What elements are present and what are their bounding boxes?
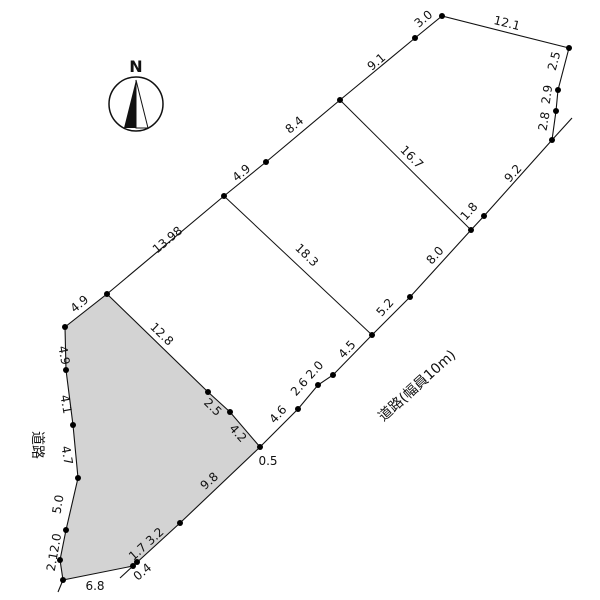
survey-point [315,382,321,388]
dim-left-5-0: 5.0 [50,494,67,515]
survey-point [330,372,336,378]
shaded-lot [59,293,261,581]
dim-right-2-6-2-0: 2.6 2.0 [288,358,326,399]
compass-needle-dark-icon [124,80,136,128]
dim-right-8-0: 8.0 [423,244,446,268]
survey-point [130,563,136,569]
dim-left-2-1-2-0: 2.12.0 [44,532,64,572]
survey-point [555,87,561,93]
dim-top-12-1: 12.1 [492,13,521,33]
survey-point [566,45,572,51]
survey-point [70,422,76,428]
survey-point [177,520,183,526]
survey-point [549,137,555,143]
survey-point [407,294,413,300]
division-line-16-7 [339,99,472,231]
dim-left-4-1: 4.1 [57,394,74,415]
dim-left-4-7: 4.7 [58,445,75,466]
dim-right-4-5: 4.5 [335,338,358,362]
dim-top-9-1: 9.1 [365,50,389,73]
dim-left-4-9: 4.9 [55,345,72,366]
survey-point [205,389,211,395]
survey-points [57,13,572,583]
north-compass: N [108,57,164,132]
survey-point [60,577,66,583]
dim-right-2-8: 2.8 [536,111,553,132]
survey-point [263,159,269,165]
survey-point [75,475,81,481]
dim-right-9-2: 9.2 [501,162,524,186]
survey-point [57,557,63,563]
survey-point [227,409,233,415]
road-edge-extension-top [551,117,573,141]
dim-right-4-6: 4.6 [266,403,289,427]
survey-point [369,332,375,338]
north-boundary-line [106,15,570,295]
east-boundary-line [259,47,570,448]
survey-point [62,324,68,330]
survey-point [257,444,263,450]
dim-top-8-4: 8.4 [283,113,307,136]
survey-point [468,227,474,233]
survey-point [337,97,343,103]
dim-right-5-2: 5.2 [373,296,396,320]
survey-point [134,559,140,565]
survey-point [221,193,227,199]
dim-top-13-98: 13.98 [150,224,185,257]
dim-div-16-7: 16.7 [397,143,426,172]
compass-needle-light-icon [135,79,149,129]
dim-right-0-5: 0.5 [258,454,277,468]
survey-point [104,291,110,297]
dim-top-4-9: 4.9 [230,161,254,184]
dim-top-3-0: 3.0 [412,7,436,30]
dim-right-2-5: 2.5 [545,50,563,72]
dim-div-18-3: 18.3 [292,241,321,270]
division-line-18-3 [223,195,373,336]
west-road-label: 道路 [29,431,45,459]
survey-point [63,527,69,533]
survey-point [553,108,559,114]
survey-point [412,35,418,41]
survey-point [295,406,301,412]
east-road-label: 道路(幅員10m) [375,347,459,425]
survey-point [63,367,69,373]
dim-bottom-6-8: 6.8 [85,579,104,593]
north-letter: N [129,57,142,76]
dim-right-2-9: 2.9 [539,84,556,105]
survey-point [481,213,487,219]
survey-point [439,13,445,19]
